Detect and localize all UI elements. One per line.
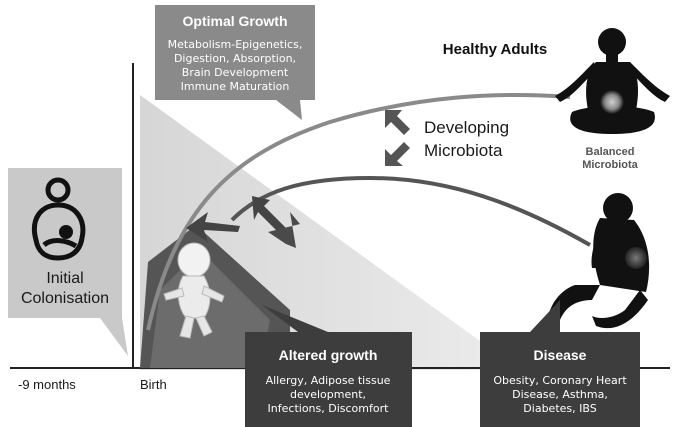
birth-path-shade [150,250,270,368]
disease-line-3: Diabetes, IBS [523,402,596,415]
optimal-line-2: Digestion, Absorption, [174,52,296,65]
balanced-line1: Balanced [586,146,635,158]
optimal-growth-callout: Optimal Growth Metabolism-Epigenetics, D… [155,5,315,120]
altered-line-3: Infections, Discomfort [268,402,390,415]
mother-baby-icon [32,177,86,261]
developing-line2: Microbiota [424,141,503,160]
developing-arrows [385,110,410,166]
arrow-up-left-icon [385,110,410,135]
initial-line2: Colonisation [21,290,109,307]
disease-callout: Disease Obesity, Coronary Heart Disease,… [480,300,640,427]
figure-3d-icon [163,242,225,339]
optimal-growth-curve [146,93,571,331]
sitting-sad-person-icon [548,193,650,329]
initial-line1: Initial [46,270,83,287]
initial-colonisation-callout: Initial Colonisation [8,168,128,356]
developing-line1: Developing [424,118,509,137]
healthy-adults-label: Healthy Adults [443,41,547,58]
disease-line-2: Disease, Asthma, [512,388,608,401]
arrow-up-3 [268,212,300,248]
arrow-up-2 [252,196,290,238]
axis-label-minus9: -9 months [18,377,76,392]
altered-line-2: development, [290,388,366,401]
disease-curve [230,175,591,247]
optimal-line-1: Metabolism-Epigenetics, [168,38,303,51]
disease-title: Disease [534,347,587,363]
axis-label-birth: Birth [140,377,167,392]
altered-growth-callout: Altered growth Allergy, Adipose tissue d… [245,305,412,427]
arrow-down-left-icon [385,142,410,166]
altered-line-1: Allergy, Adipose tissue [266,374,391,387]
balanced-line2: Microbiota [582,159,638,171]
arrow-up-1 [186,212,240,242]
disease-line-1: Obesity, Coronary Heart [493,374,627,387]
altered-title: Altered growth [279,347,378,363]
meditating-person-icon [555,28,670,134]
optimal-line-3: Brain Development [182,66,289,79]
optimal-line-4: Immune Maturation [181,80,290,93]
optimal-title: Optimal Growth [183,13,288,29]
